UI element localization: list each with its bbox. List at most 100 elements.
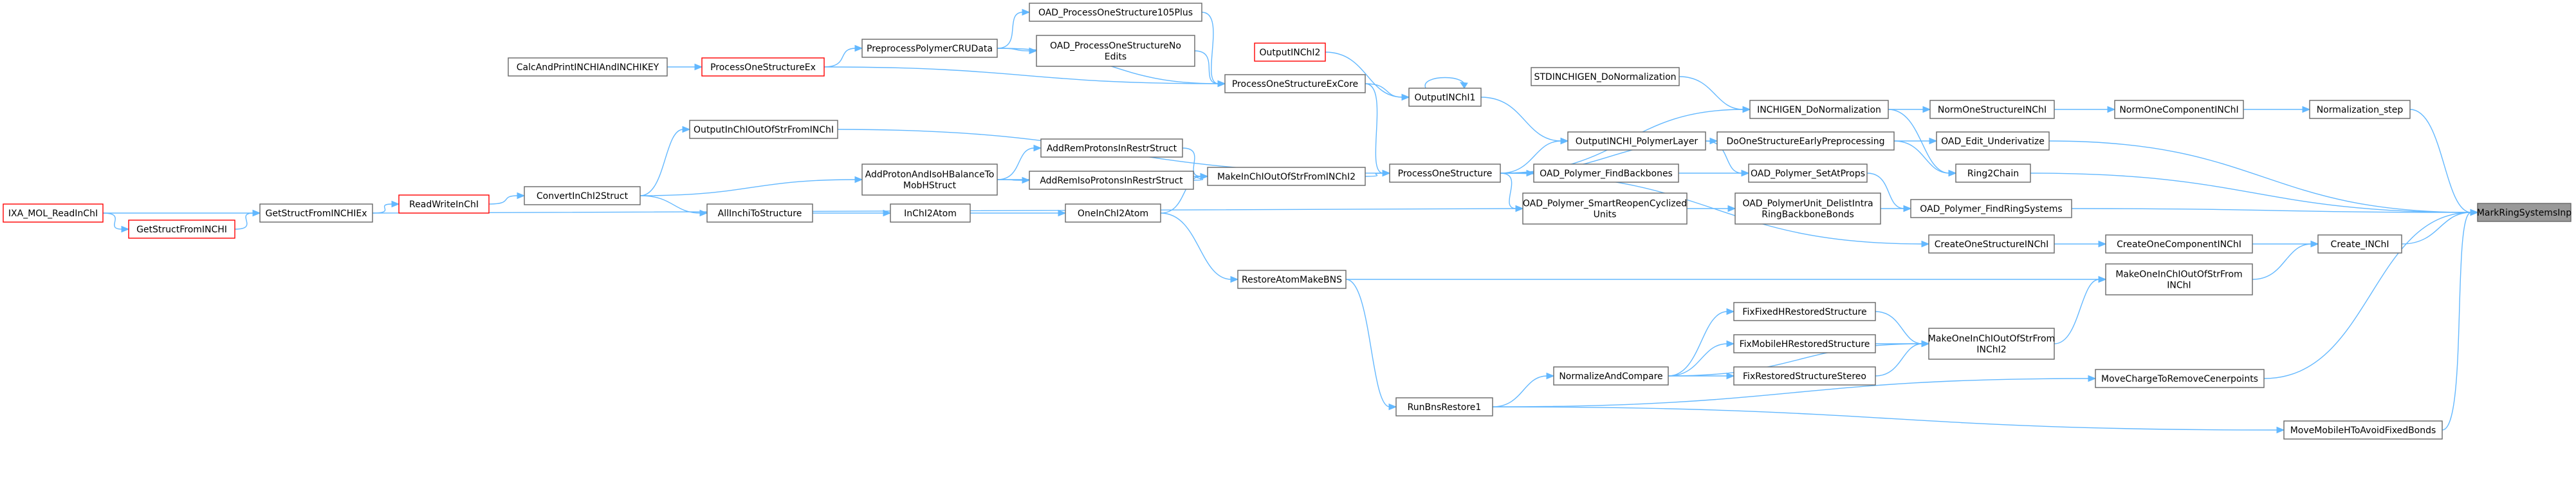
node-box: [1522, 192, 1688, 225]
graph-node-oad-105[interactable]: OAD_ProcessOneStructure105Plus: [1029, 3, 1202, 22]
graph-node-oad-unit-del[interactable]: OAD_PolymerUnit_DelistIntraRingBackboneB…: [1734, 192, 1881, 225]
edge-oad-noedits-to-proc-exc: [1194, 50, 1226, 88]
graph-node-do-early[interactable]: DoOneStructureEarlyPreprocessing: [1716, 131, 1895, 151]
graph-node-move-mobile[interactable]: MoveMobileHToAvoidFixedBonds: [2283, 420, 2443, 440]
graph-node-move-charge[interactable]: MoveChargeToRemoveCenerpoints: [2095, 369, 2265, 388]
graph-node-process-one[interactable]: ProcessOneStructure: [1389, 164, 1501, 183]
graph-node-create-one-comp[interactable]: CreateOneComponentINChI: [2105, 234, 2253, 254]
graph-node-getstruct[interactable]: GetStructFromINCHI: [128, 220, 235, 239]
edge-create-inchi-to-mark: [2401, 209, 2479, 245]
node-box: [1749, 100, 1889, 119]
node-box: [2114, 100, 2244, 119]
node-label: RestoreAtomMakeBNS: [1242, 275, 1342, 285]
node-box: [1533, 164, 1679, 183]
node-label: CreateOneComponentINChI: [2117, 239, 2241, 250]
graph-node-oad-setat[interactable]: OAD_Polymer_SetAtProps: [1748, 164, 1868, 183]
graph-node-fix-fixed[interactable]: FixFixedHRestoredStructure: [1733, 302, 1876, 321]
node-label: RunBnsRestore1: [1408, 402, 1482, 413]
graph-node-preprocess[interactable]: PreprocessPolymerCRUData: [861, 39, 998, 58]
edge-convert-to-output-from-inchi: [639, 126, 691, 196]
node-box: [2105, 263, 2253, 295]
graph-node-normalize-cmp[interactable]: NormalizeAndCompare: [1553, 366, 1669, 386]
graph-node-readwrite[interactable]: ReadWriteInChI: [398, 194, 490, 214]
graph-node-output-inchi2[interactable]: OutputINChI2: [1254, 42, 1326, 62]
graph-node-oneinchi2atom[interactable]: OneInChI2Atom: [1065, 203, 1161, 223]
node-label: AddRemIsoProtonsInRestrStruct: [1040, 176, 1183, 186]
graph-node-ring2chain[interactable]: Ring2Chain: [1955, 164, 2031, 183]
graph-node-ixa[interactable]: IXA_MOL_ReadInChI: [3, 203, 104, 223]
graph-node-create-inchi[interactable]: Create_INChI: [2317, 234, 2402, 254]
edge-proc-ex-to-preprocess: [823, 44, 863, 68]
graph-node-output-layer[interactable]: OutputINCHI_PolymerLayer: [1567, 131, 1706, 151]
node-label: InChI2Atom: [904, 209, 957, 219]
node-box: [1553, 366, 1669, 386]
graph-node-getstruct-ex[interactable]: GetStructFromINCHIEx: [259, 203, 373, 223]
edge-oad-105-to-proc-exc: [1201, 12, 1226, 88]
node-box: [701, 57, 825, 77]
node-label: PreprocessPolymerCRUData: [867, 44, 993, 54]
graph-node-fix-stereo[interactable]: FixRestoredStructureStereo: [1733, 366, 1876, 386]
graph-node-output-inchi1[interactable]: OutputINChI1: [1408, 88, 1482, 107]
graph-node-norm-one-struct[interactable]: NormOneStructureINChI: [1929, 100, 2055, 119]
edge-normalize-cmp-to-fix-mobile: [1668, 340, 1735, 377]
node-label: MarkRingSystemsInp: [2477, 208, 2571, 218]
node-label: MakeOneInChIOutOfStrFrom: [1928, 334, 2055, 344]
graph-node-norm-step[interactable]: Normalization_step: [2309, 100, 2411, 119]
graph-node-convert[interactable]: ConvertInChI2Struct: [524, 186, 641, 205]
edge-move-mobile-to-mark: [2442, 209, 2479, 431]
node-box: [1567, 131, 1706, 151]
node-label: FixRestoredStructureStereo: [1743, 371, 1866, 382]
graph-node-proc-ex[interactable]: ProcessOneStructureEx: [701, 57, 825, 77]
node-box: [2105, 234, 2253, 254]
graph-node-allinchi[interactable]: AllInchiToStructure: [706, 203, 813, 223]
node-box: [2095, 369, 2265, 388]
node-box: [2477, 203, 2571, 222]
edge-norm-one-comp-to-norm-step: [2243, 106, 2311, 113]
node-box: [861, 39, 998, 58]
graph-node-fix-mobile[interactable]: FixMobileHRestoredStructure: [1733, 334, 1876, 353]
graph-node-make-from-inchi2[interactable]: MakeInChIOutOfStrFromINChI2: [1207, 167, 1366, 186]
graph-node-oad-underiv[interactable]: OAD_Edit_Underivatize: [1936, 131, 2050, 151]
node-label: IXA_MOL_ReadInChI: [8, 209, 98, 219]
graph-node-stdinchigen[interactable]: STDINCHIGEN_DoNormalization: [1531, 67, 1680, 86]
graph-node-calc[interactable]: CalcAndPrintINCHIAndINCHIKEY: [508, 57, 668, 77]
node-box: [1928, 328, 2055, 360]
graph-node-norm-one-comp[interactable]: NormOneComponentINChI: [2114, 100, 2244, 119]
edge-normalize-cmp-to-make-inchi2: [1668, 340, 1930, 377]
edge-create-one-struct-to-create-one-comp: [2054, 240, 2107, 248]
graph-node-inchi2atom[interactable]: InChI2Atom: [890, 203, 971, 223]
graph-node-create-one-struct[interactable]: CreateOneStructureINChI: [1928, 234, 2055, 254]
node-label: MoveChargeToRemoveCenerpoints: [2101, 374, 2258, 384]
graph-node-add-rem[interactable]: AddRemProtonsInRestrStruct: [1040, 138, 1183, 158]
node-layer: MarkRingSystemsInp Normalization_stepCrea…: [3, 3, 2571, 440]
node-box: [1748, 164, 1868, 183]
edge-normalize-cmp-to-fix-fixed: [1668, 308, 1735, 377]
node-label: AllInchiToStructure: [718, 209, 802, 219]
edge-do-early-to-oad-underiv: [1894, 137, 1938, 145]
edge-oad-underiv-to-mark: [2048, 140, 2479, 216]
edge-oad-backbones-to-oad-setat: [1679, 169, 1750, 177]
edge-norm-step-to-mark: [2409, 109, 2479, 216]
graph-node-inchigen-norm[interactable]: INCHIGEN_DoNormalization: [1749, 100, 1889, 119]
edge-readwrite-to-convert: [488, 192, 526, 205]
graph-node-proc-exc[interactable]: ProcessOneStructureExCore: [1224, 74, 1366, 93]
node-label: STDINCHIGEN_DoNormalization: [1534, 72, 1676, 82]
graph-node-restore-atom[interactable]: RestoreAtomMakeBNS: [1237, 270, 1347, 289]
graph-node-output-from-inchi[interactable]: OutputInChIOutOfStrFromINChI: [689, 120, 838, 139]
edge-do-early-to-ring2chain: [1893, 140, 1957, 177]
graph-node-add-remiso[interactable]: AddRemIsoProtonsInRestrStruct: [1029, 171, 1194, 190]
node-label: ProcessOneStructureEx: [710, 62, 816, 73]
edge-allinchi-to-inchi2atom: [813, 209, 892, 217]
graph-node-oad-backbones[interactable]: OAD_Polymer_FindBackbones: [1533, 164, 1679, 183]
node-label: OAD_Polymer_FindRingSystems: [1920, 204, 2062, 214]
graph-node-mark[interactable]: MarkRingSystemsInp: [2477, 203, 2571, 222]
node-label: OAD_Polymer_FindBackbones: [1540, 169, 1673, 179]
graph-node-runbns[interactable]: RunBnsRestore1: [1395, 397, 1493, 416]
graph-node-oad-find-rings[interactable]: OAD_Polymer_FindRingSystems: [1910, 199, 2072, 218]
node-label: INChI: [2167, 281, 2191, 291]
